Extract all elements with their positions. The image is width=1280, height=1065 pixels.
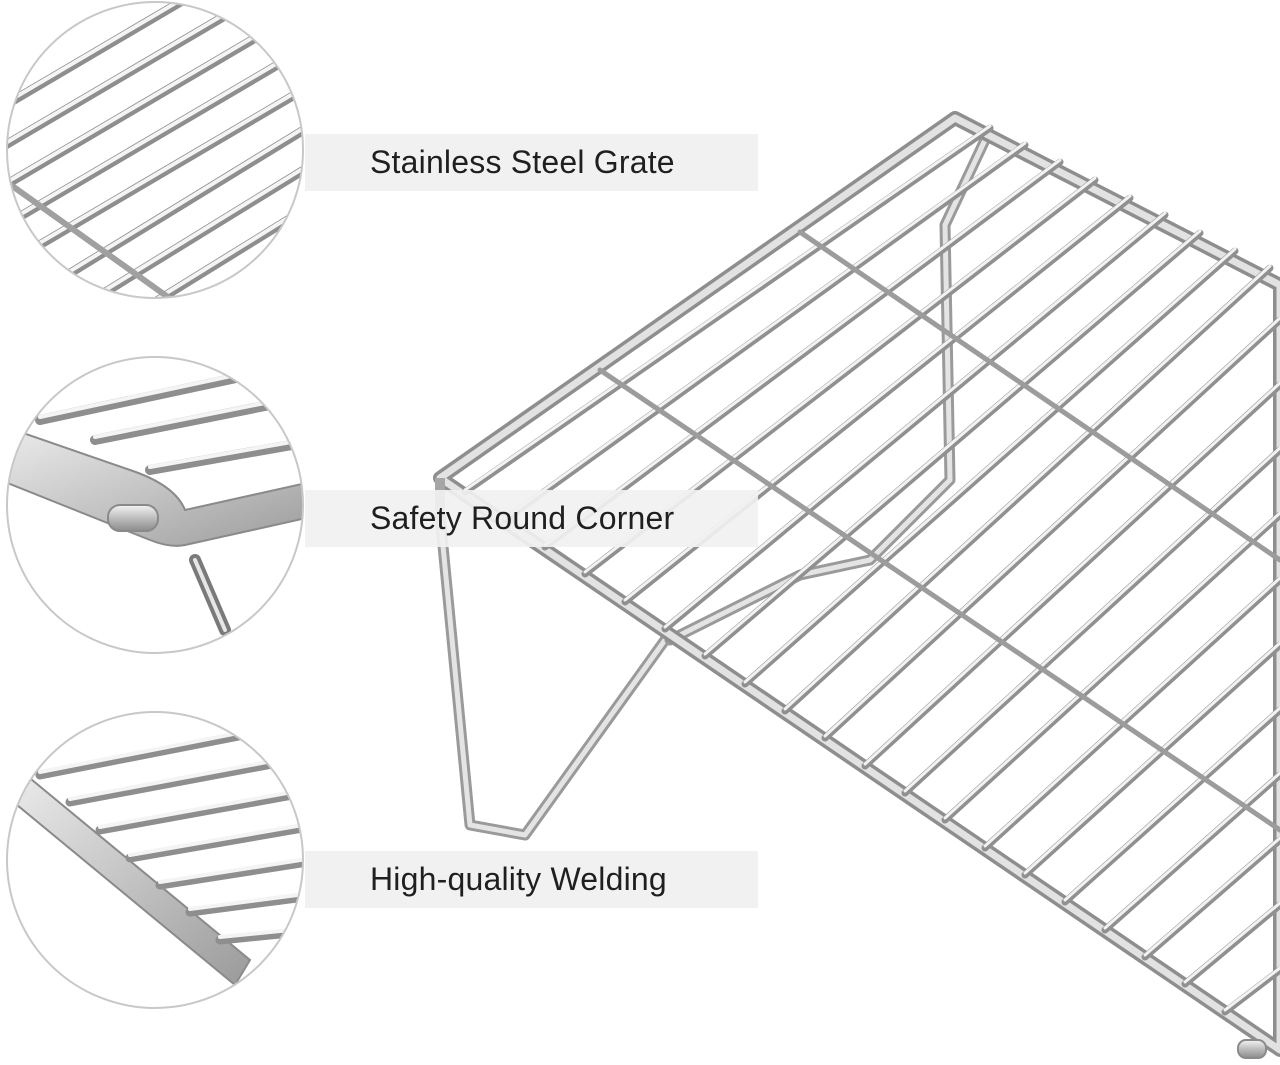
callout-high-quality-welding: High-quality Welding <box>305 851 758 908</box>
detail-circle-corner <box>6 356 304 654</box>
main-grate <box>433 111 1280 1059</box>
callout-safety-round-corner: Safety Round Corner <box>305 490 758 547</box>
label-bands <box>305 134 758 908</box>
callout-label: High-quality Welding <box>370 861 667 897</box>
grate-rods <box>461 124 1280 1016</box>
grate-cross-supports <box>597 229 1280 833</box>
detail-circle-welding <box>6 711 304 1009</box>
grate-legs <box>434 134 991 841</box>
callout-label: Safety Round Corner <box>370 500 675 536</box>
callout-stainless-steel-grate: Stainless Steel Grate <box>305 134 758 191</box>
corner-pin <box>1237 1039 1267 1059</box>
detail-circle-grate <box>6 1 304 299</box>
callout-label: Stainless Steel Grate <box>370 144 675 180</box>
